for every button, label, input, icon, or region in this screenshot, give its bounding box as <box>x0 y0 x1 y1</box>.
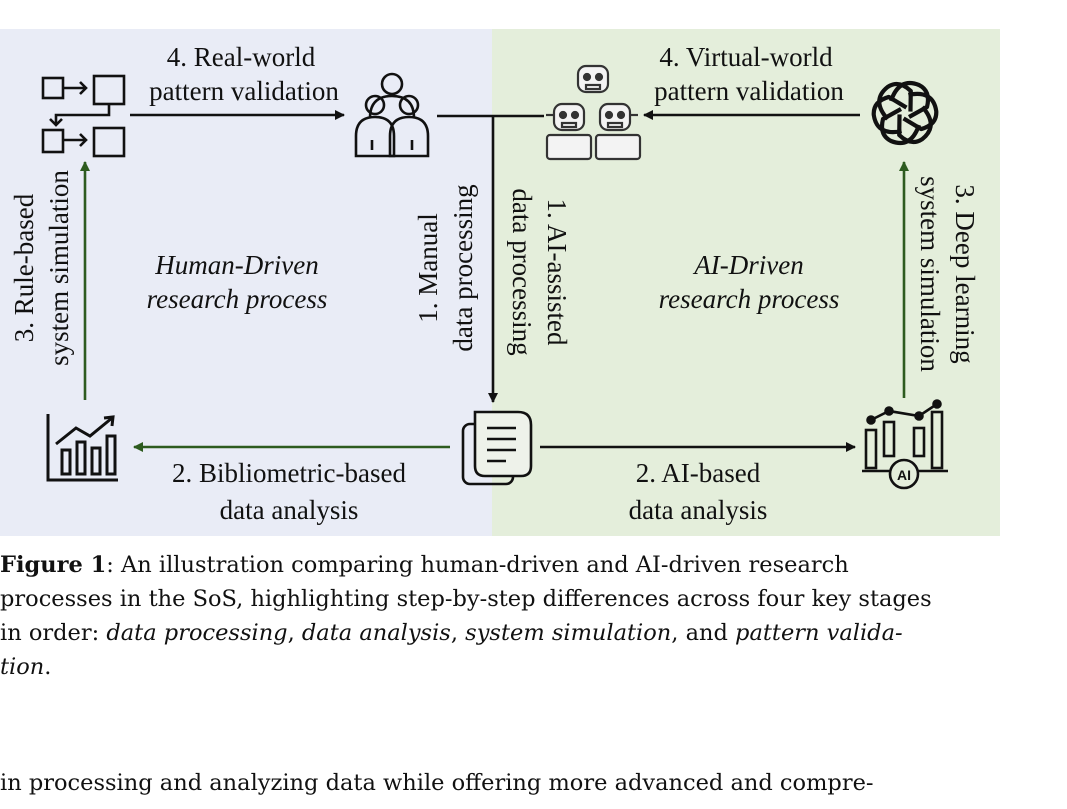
deep-learning-simulation-label-2: system simulation <box>915 176 945 372</box>
openai-logo-icon <box>871 80 939 146</box>
documents-icon <box>461 410 533 486</box>
rule-based-simulation-label-2: system simulation <box>44 170 74 366</box>
caption-term-system-simulation: system simulation <box>465 620 672 646</box>
ai-analysis-label-1: 2. AI-based <box>636 458 761 488</box>
ai-assisted-processing-label-1: 1. AI-assisted <box>542 199 572 346</box>
robot-group-icon <box>545 64 642 161</box>
caption-sep-2: , <box>450 620 466 646</box>
caption-sep-3: , and <box>671 620 736 646</box>
human-driven-title-2: research process <box>147 284 328 314</box>
ai-analysis-label-2: data analysis <box>629 495 768 525</box>
caption-line-2: processes in the SoS, highlighting step-… <box>0 586 932 612</box>
caption-line-1: Figure 1: An illustration comparing huma… <box>0 548 1000 582</box>
caption-figure-label: Figure 1 <box>0 552 107 578</box>
manual-processing-label-2: data processing <box>448 184 478 351</box>
flowchart-icon <box>41 74 126 158</box>
caption-end: . <box>44 654 52 680</box>
ai-driven-title-2: research process <box>659 284 840 314</box>
caption-line-3-prefix: in order: <box>0 620 107 646</box>
caption-term-data-analysis: data analysis <box>301 620 451 646</box>
bibliometric-analysis-label-1: 2. Bibliometric-based <box>172 458 406 488</box>
manual-processing-label-1: 1. Manual <box>413 213 443 322</box>
ai-assisted-processing-label-2: data processing <box>507 188 537 355</box>
caption-sep-1: , <box>287 620 302 646</box>
body-paragraph: in processing and analyzing data while o… <box>0 770 874 796</box>
ai-badge-label: AI <box>897 467 911 483</box>
human-driven-title-1: Human-Driven <box>154 250 318 280</box>
research-process-diagram: AI 4. Real-world pattern validation 4. V… <box>0 29 1000 536</box>
deep-learning-simulation-label-1: 3. Deep learning <box>950 184 980 363</box>
people-group-icon <box>354 72 430 158</box>
rule-based-simulation-label-1: 3. Rule-based <box>9 193 39 342</box>
caption-term-data-processing: data processing <box>106 620 288 646</box>
caption-line-3: in order: data processing, data analysis… <box>0 616 1000 650</box>
caption-line-1-text: : An illustration comparing human-driven… <box>106 552 849 578</box>
virtual-world-validation-label-1: 4. Virtual-world <box>659 42 833 72</box>
caption-term-pattern-validation-2: tion <box>0 654 45 680</box>
ai-driven-title-1: AI-Driven <box>692 250 803 280</box>
real-world-validation-label-1: 4. Real-world <box>167 42 316 72</box>
bibliometric-analysis-label-2: data analysis <box>220 495 359 525</box>
caption-term-pattern-validation-1: pattern valida- <box>735 620 903 646</box>
virtual-world-validation-label-2: pattern validation <box>654 76 844 106</box>
caption-line-4: tion. <box>0 650 1000 684</box>
real-world-validation-label-2: pattern validation <box>149 76 339 106</box>
figure-caption: Figure 1: An illustration comparing huma… <box>0 548 1000 684</box>
bar-chart-icon <box>46 414 118 482</box>
ai-analytics-icon <box>862 399 948 490</box>
